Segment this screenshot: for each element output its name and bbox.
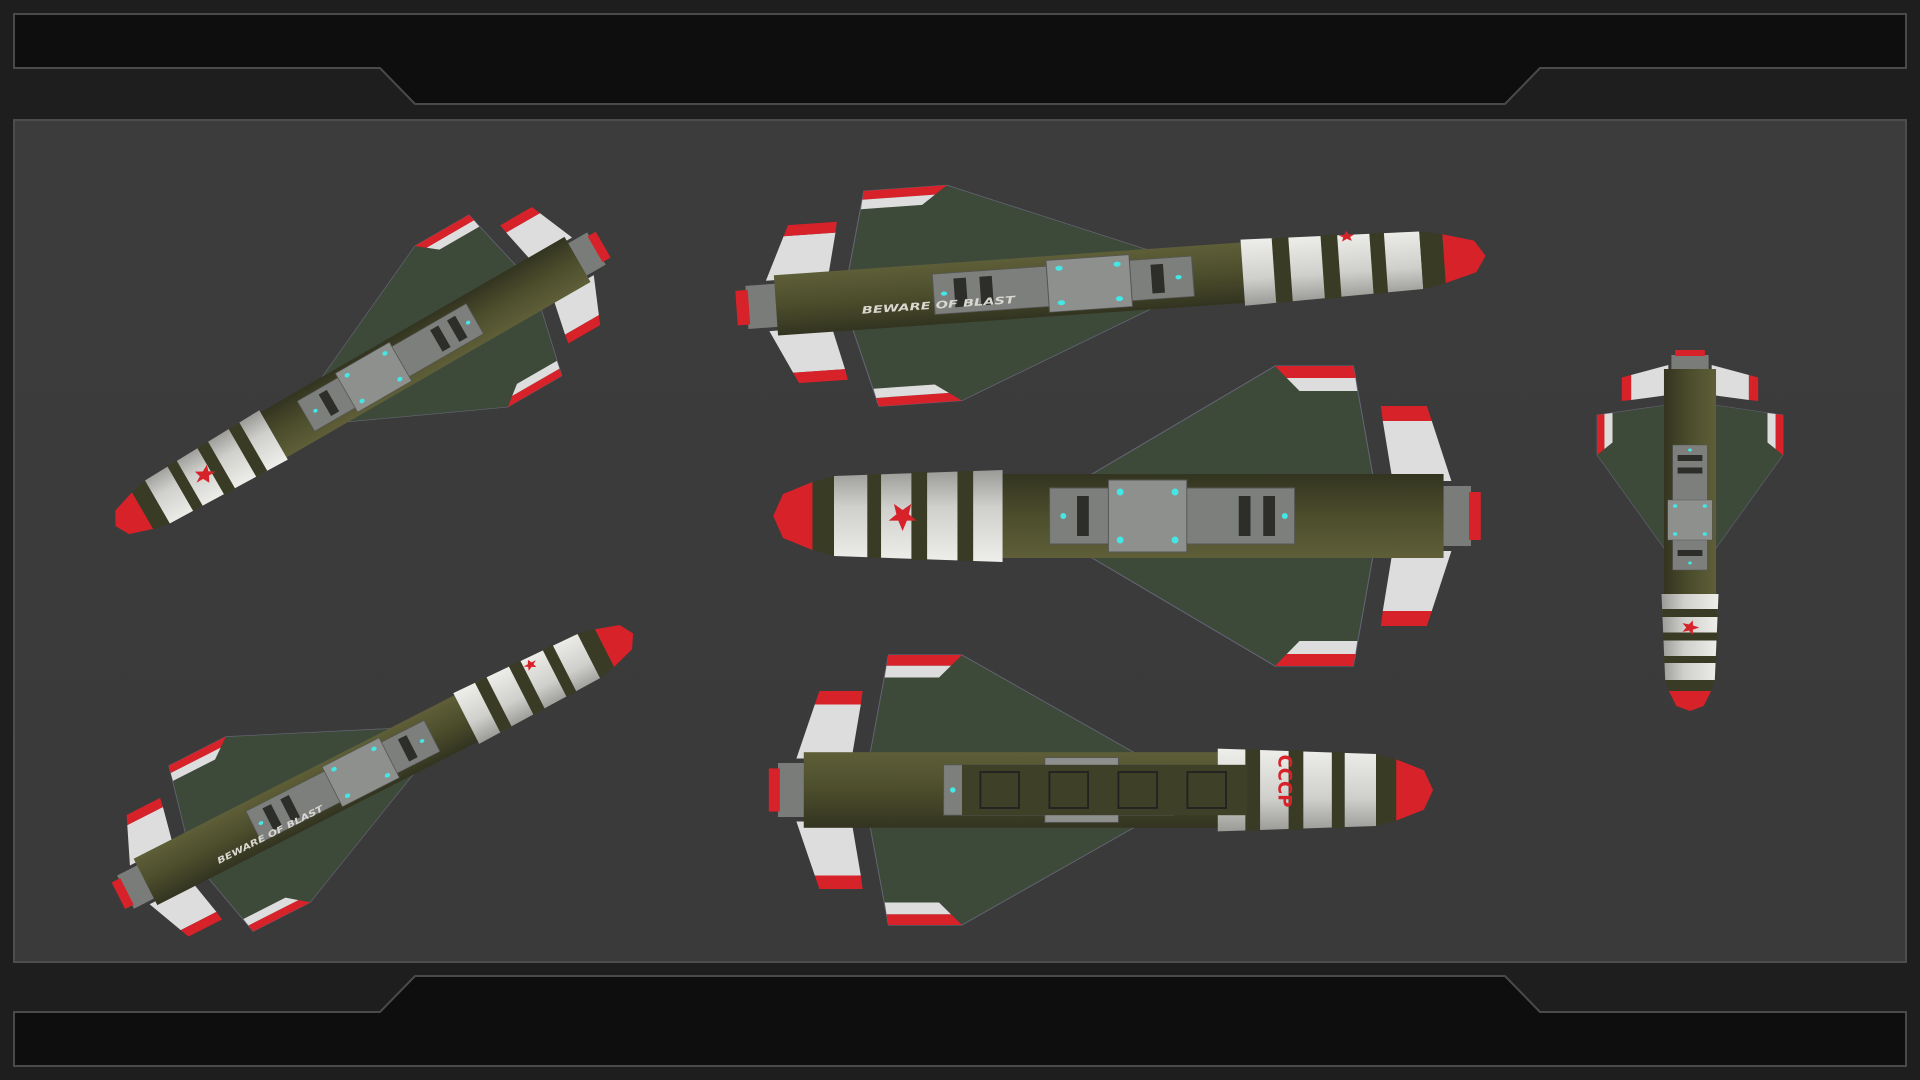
decal-cccp: СССР — [1273, 755, 1294, 808]
missile-underside-view: СССР — [768, 654, 1434, 926]
top-bar — [13, 13, 1907, 105]
missile-perspective-bottom-left: BEWARE OF BLAST — [75, 550, 676, 979]
bottom-bar — [13, 975, 1907, 1067]
missile-side-view: BEWARE OF BLAST — [728, 147, 1494, 417]
